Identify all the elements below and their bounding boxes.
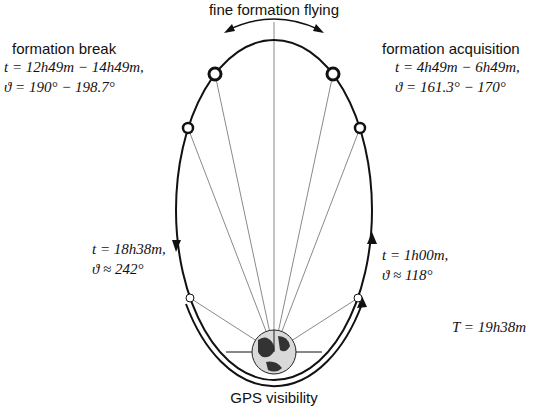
visibility-label: GPS visibility <box>230 389 318 407</box>
period-value: T = 19h38m <box>452 318 526 336</box>
anomaly-value: ϑ ≈ 118° <box>382 266 432 284</box>
phase-name: formation break <box>12 40 116 58</box>
anomaly-range: ϑ = 190° − 198.7° <box>4 78 115 96</box>
time-value: t = 18h38m, <box>92 240 166 258</box>
phase-name: formation acquisition <box>382 40 520 58</box>
time-value: t = 1h00m, <box>382 246 448 264</box>
anomaly-range: ϑ = 161.3° − 170° <box>395 78 506 96</box>
anomaly-value: ϑ ≈ 242° <box>92 260 144 278</box>
time-range: t = 12h49m − 14h49m, <box>4 58 144 76</box>
time-range: t = 4h49m − 6h49m, <box>395 58 520 76</box>
region-title: fine formation flying <box>209 1 339 19</box>
